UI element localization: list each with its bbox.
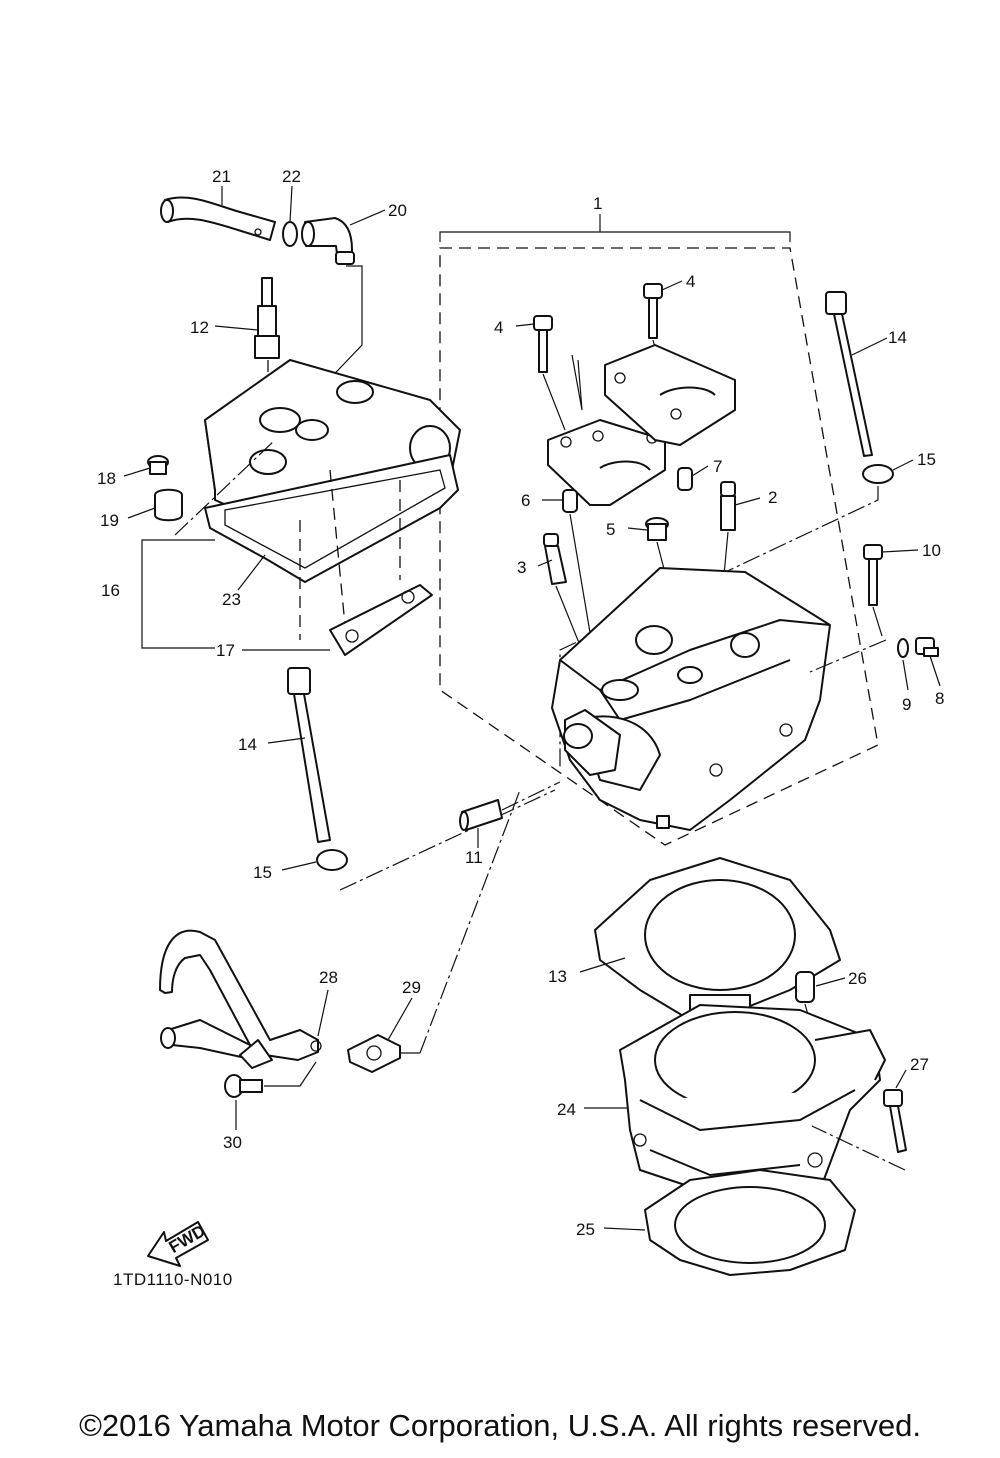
callout-15b: 15 [253,863,272,882]
callout-8: 8 [935,689,944,708]
callout-27: 27 [910,1055,929,1074]
callout-17: 17 [216,641,235,660]
callout-12: 12 [190,318,209,337]
camshaft-cap [547,344,736,506]
cover-bolt [147,455,169,475]
stud-bolt-11 [459,799,503,831]
callout-10: 10 [922,541,941,560]
cylinder [619,1004,886,1201]
hose-clip [282,221,298,247]
callout-14b: 14 [238,735,257,754]
callout-15a: 15 [917,450,936,469]
callout-16: 16 [101,581,120,600]
callout-21: 21 [212,167,231,186]
head-bolt-10 [863,544,883,606]
cylinder-head [551,567,831,831]
washer-lower [316,849,348,871]
spark-plug [254,277,280,359]
callout-18: 18 [97,469,116,488]
pipe-bolt [224,1074,263,1098]
callout-25: 25 [576,1220,595,1239]
callout-9: 9 [902,695,911,714]
callout-5: 5 [606,520,615,539]
callout-1: 1 [593,194,602,213]
callout-6: 6 [521,491,530,510]
callout-7: 7 [713,457,722,476]
cap-bolt-left [533,315,553,373]
dowel-pin-7 [677,467,693,491]
dowel-pin-26 [795,971,815,1003]
pipe-gasket [347,1034,401,1073]
cover-grommet [154,488,183,522]
cylinder-gasket [594,857,841,1021]
callout-29: 29 [402,978,421,997]
cylinder-base-gasket [644,1169,856,1276]
washer-upper [862,464,894,484]
fwd-arrow-icon: FWD [147,1221,209,1267]
callout-28: 28 [319,968,338,987]
water-pipe [159,929,322,1069]
callout-23: 23 [222,590,241,609]
cap-bolt-right [643,283,663,339]
copyright-notice: ©2016 Yamaha Motor Corporation, U.S.A. A… [79,1408,921,1443]
callout-22: 22 [282,167,301,186]
callout-24: 24 [557,1100,576,1119]
callout-30: 30 [223,1133,242,1152]
valve-guide-3 [543,533,567,585]
cover-gasket [204,454,459,583]
cylinder-bolt [883,1089,907,1153]
breather-hose [160,196,276,241]
callout-14a: 14 [888,328,907,347]
bolt-8 [915,637,939,657]
head-stud-bolt-lower [287,667,331,843]
cover-plate [329,584,433,656]
callout-19: 19 [100,511,119,530]
callout-4b: 4 [686,272,695,291]
callout-2: 2 [768,488,777,507]
callout-4a: 4 [494,318,503,337]
callout-20: 20 [388,201,407,220]
diagram-code: 1TD1110-N010 [113,1270,233,1289]
head-stud-bolt-upper [825,291,873,457]
callout-26: 26 [848,969,867,988]
callout-3: 3 [517,558,526,577]
callout-11: 11 [465,848,483,867]
valve-guide-2 [720,481,736,531]
callout-13: 13 [548,967,567,986]
blind-plug [645,517,669,541]
cylinder-head-assembly-boundary [439,247,879,846]
dowel-pin-6 [562,489,578,513]
exploded-parts-diagram: FWD 1 2 3 4 4 5 6 7 8 9 10 11 12 13 14 1… [97,167,944,1276]
washer-9 [897,638,909,658]
breather-joint [301,217,355,265]
